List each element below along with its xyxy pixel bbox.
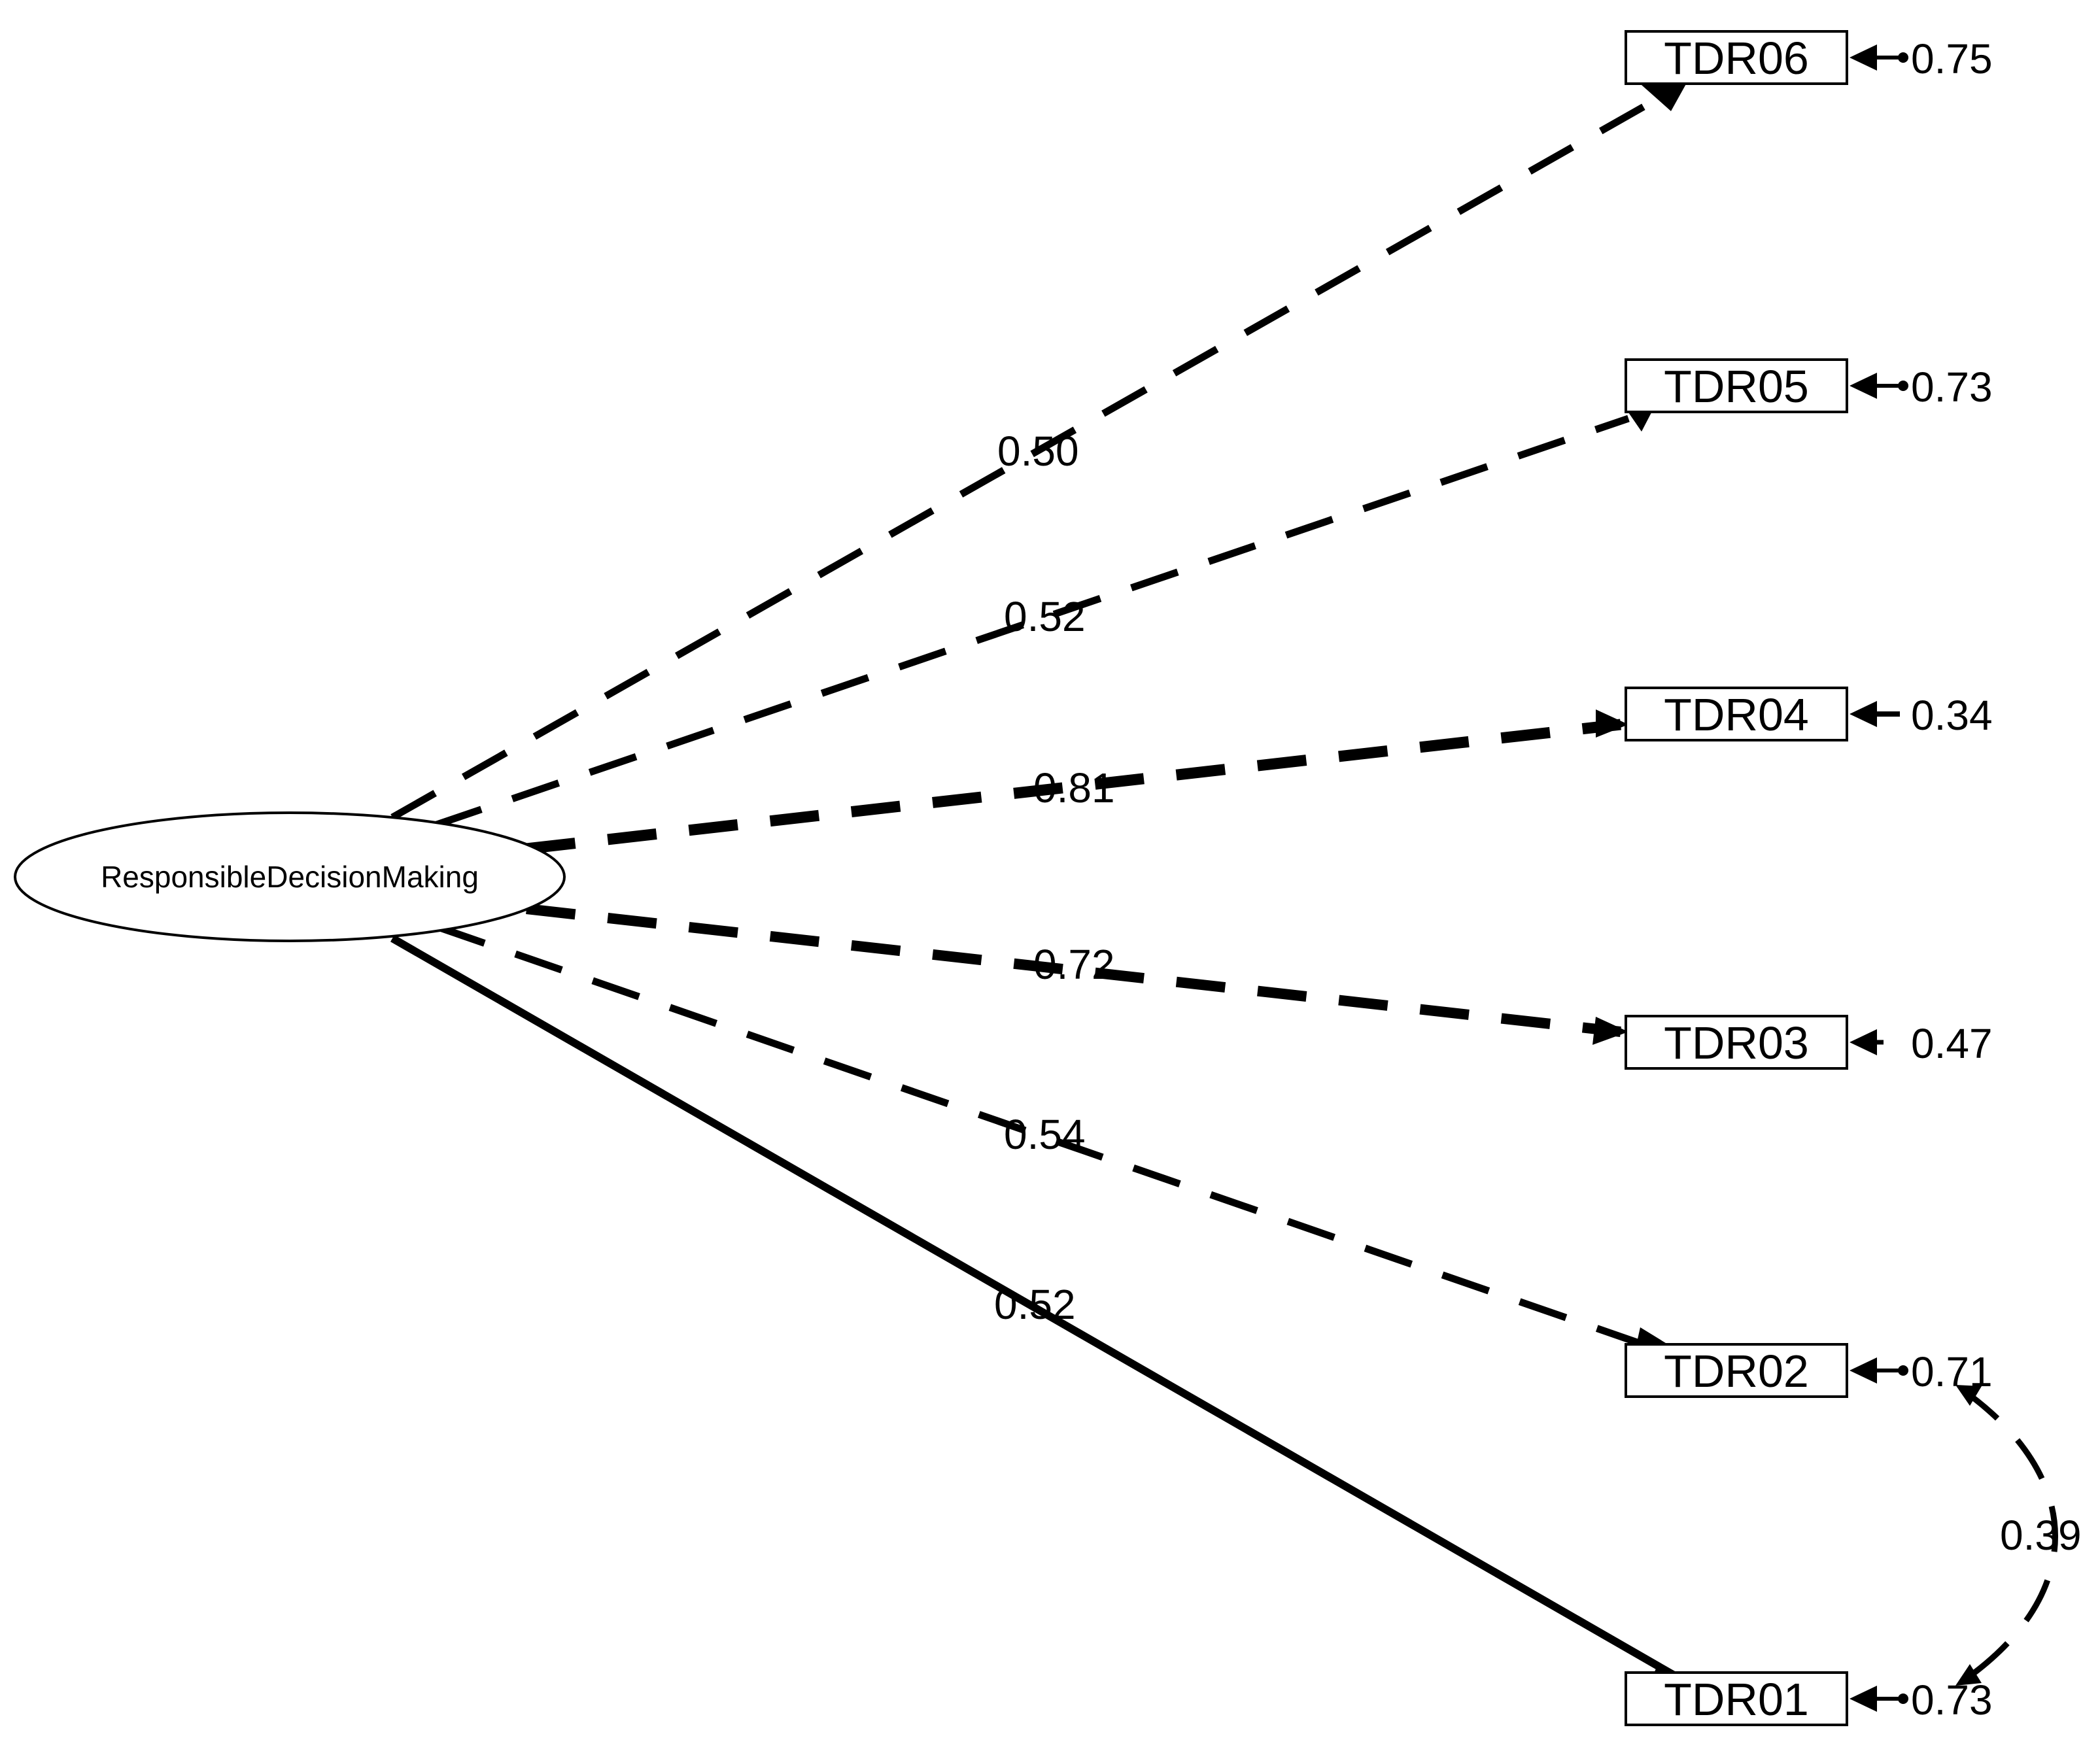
latent-node: ResponsibleDecisionMaking bbox=[14, 811, 566, 942]
indicator-box bbox=[1625, 358, 1848, 413]
residual-label-tdr04: 0.34 bbox=[1911, 692, 1993, 739]
residual-label-tdr06: 0.75 bbox=[1911, 35, 1993, 82]
arrowhead-tdr03 bbox=[1592, 1017, 1628, 1045]
residual-label-tdr03: 0.47 bbox=[1911, 1020, 1993, 1067]
indicator-box bbox=[1625, 1015, 1848, 1070]
loading-label-tdr04: 0.81 bbox=[1033, 764, 1115, 811]
loading-arrowheads bbox=[1592, 82, 1689, 1687]
indicator-tdr06: TDR06 bbox=[1625, 30, 1848, 85]
arrowhead-tdr06 bbox=[1642, 82, 1687, 111]
indicator-box bbox=[1625, 687, 1848, 741]
residual-arrows bbox=[1850, 44, 1908, 1712]
path-tdr04 bbox=[526, 719, 1621, 855]
loading-label-tdr01: 0.52 bbox=[994, 1281, 1076, 1328]
path-tdr05 bbox=[434, 415, 1630, 829]
path-tdr01 bbox=[390, 934, 1683, 1683]
latent-label: ResponsibleDecisionMaking bbox=[101, 860, 479, 894]
covariance-tdr02-tdr01: 0.39 bbox=[1955, 1385, 2082, 1686]
indicator-box bbox=[1625, 1343, 1848, 1398]
indicator-nodes: TDR06 TDR05 TDR04 TDR03 TDR02 TDR01 bbox=[1625, 30, 1848, 1726]
covariance-arrowhead-bottom bbox=[1955, 1664, 1982, 1686]
residual-arrow-tdr05 bbox=[1850, 373, 1908, 399]
residual-arrow-tdr01 bbox=[1850, 1686, 1908, 1712]
covariance-label: 0.39 bbox=[2000, 1512, 2082, 1559]
indicator-tdr04: TDR04 bbox=[1625, 687, 1848, 741]
loading-label-tdr05: 0.52 bbox=[1004, 593, 1086, 640]
residual-arrow-tdr04 bbox=[1850, 701, 1900, 727]
indicator-label: TDR03 bbox=[1664, 1017, 1809, 1068]
residual-label-tdr05: 0.73 bbox=[1911, 364, 1993, 411]
residual-label-tdr01: 0.73 bbox=[1911, 1676, 1993, 1724]
indicator-label: TDR01 bbox=[1664, 1674, 1809, 1725]
covariance-arrowhead-top bbox=[1955, 1385, 1982, 1406]
residual-labels: 0.75 0.73 0.34 0.47 0.71 0.73 bbox=[1911, 35, 1993, 1724]
latent-ellipse bbox=[14, 811, 566, 942]
indicator-label: TDR04 bbox=[1664, 689, 1809, 740]
indicator-tdr03: TDR03 bbox=[1625, 1015, 1848, 1070]
residual-arrow-tdr06 bbox=[1850, 44, 1908, 71]
indicator-label: TDR02 bbox=[1664, 1346, 1809, 1397]
loading-paths bbox=[390, 94, 1683, 1683]
loading-label-tdr02: 0.54 bbox=[1004, 1111, 1086, 1158]
arrowhead-tdr04 bbox=[1596, 709, 1628, 738]
residual-arrow-tdr02 bbox=[1850, 1357, 1908, 1384]
loading-label-tdr06: 0.50 bbox=[997, 428, 1079, 475]
indicator-tdr01: TDR01 bbox=[1625, 1671, 1848, 1726]
indicator-tdr02: TDR02 bbox=[1625, 1343, 1848, 1398]
path-tdr02 bbox=[437, 923, 1648, 1350]
indicator-label: TDR05 bbox=[1664, 361, 1809, 412]
residual-arrow-tdr03 bbox=[1850, 1029, 1884, 1055]
path-tdr03 bbox=[526, 904, 1621, 1037]
covariance-curve bbox=[1960, 1387, 2058, 1684]
indicator-label: TDR06 bbox=[1664, 33, 1809, 84]
loading-label-tdr03: 0.72 bbox=[1033, 941, 1115, 988]
indicator-tdr05: TDR05 bbox=[1625, 358, 1848, 413]
indicator-box bbox=[1625, 30, 1848, 85]
loading-labels: 0.50 0.52 0.81 0.72 0.54 0.52 bbox=[994, 428, 1115, 1328]
indicator-box bbox=[1625, 1671, 1848, 1726]
